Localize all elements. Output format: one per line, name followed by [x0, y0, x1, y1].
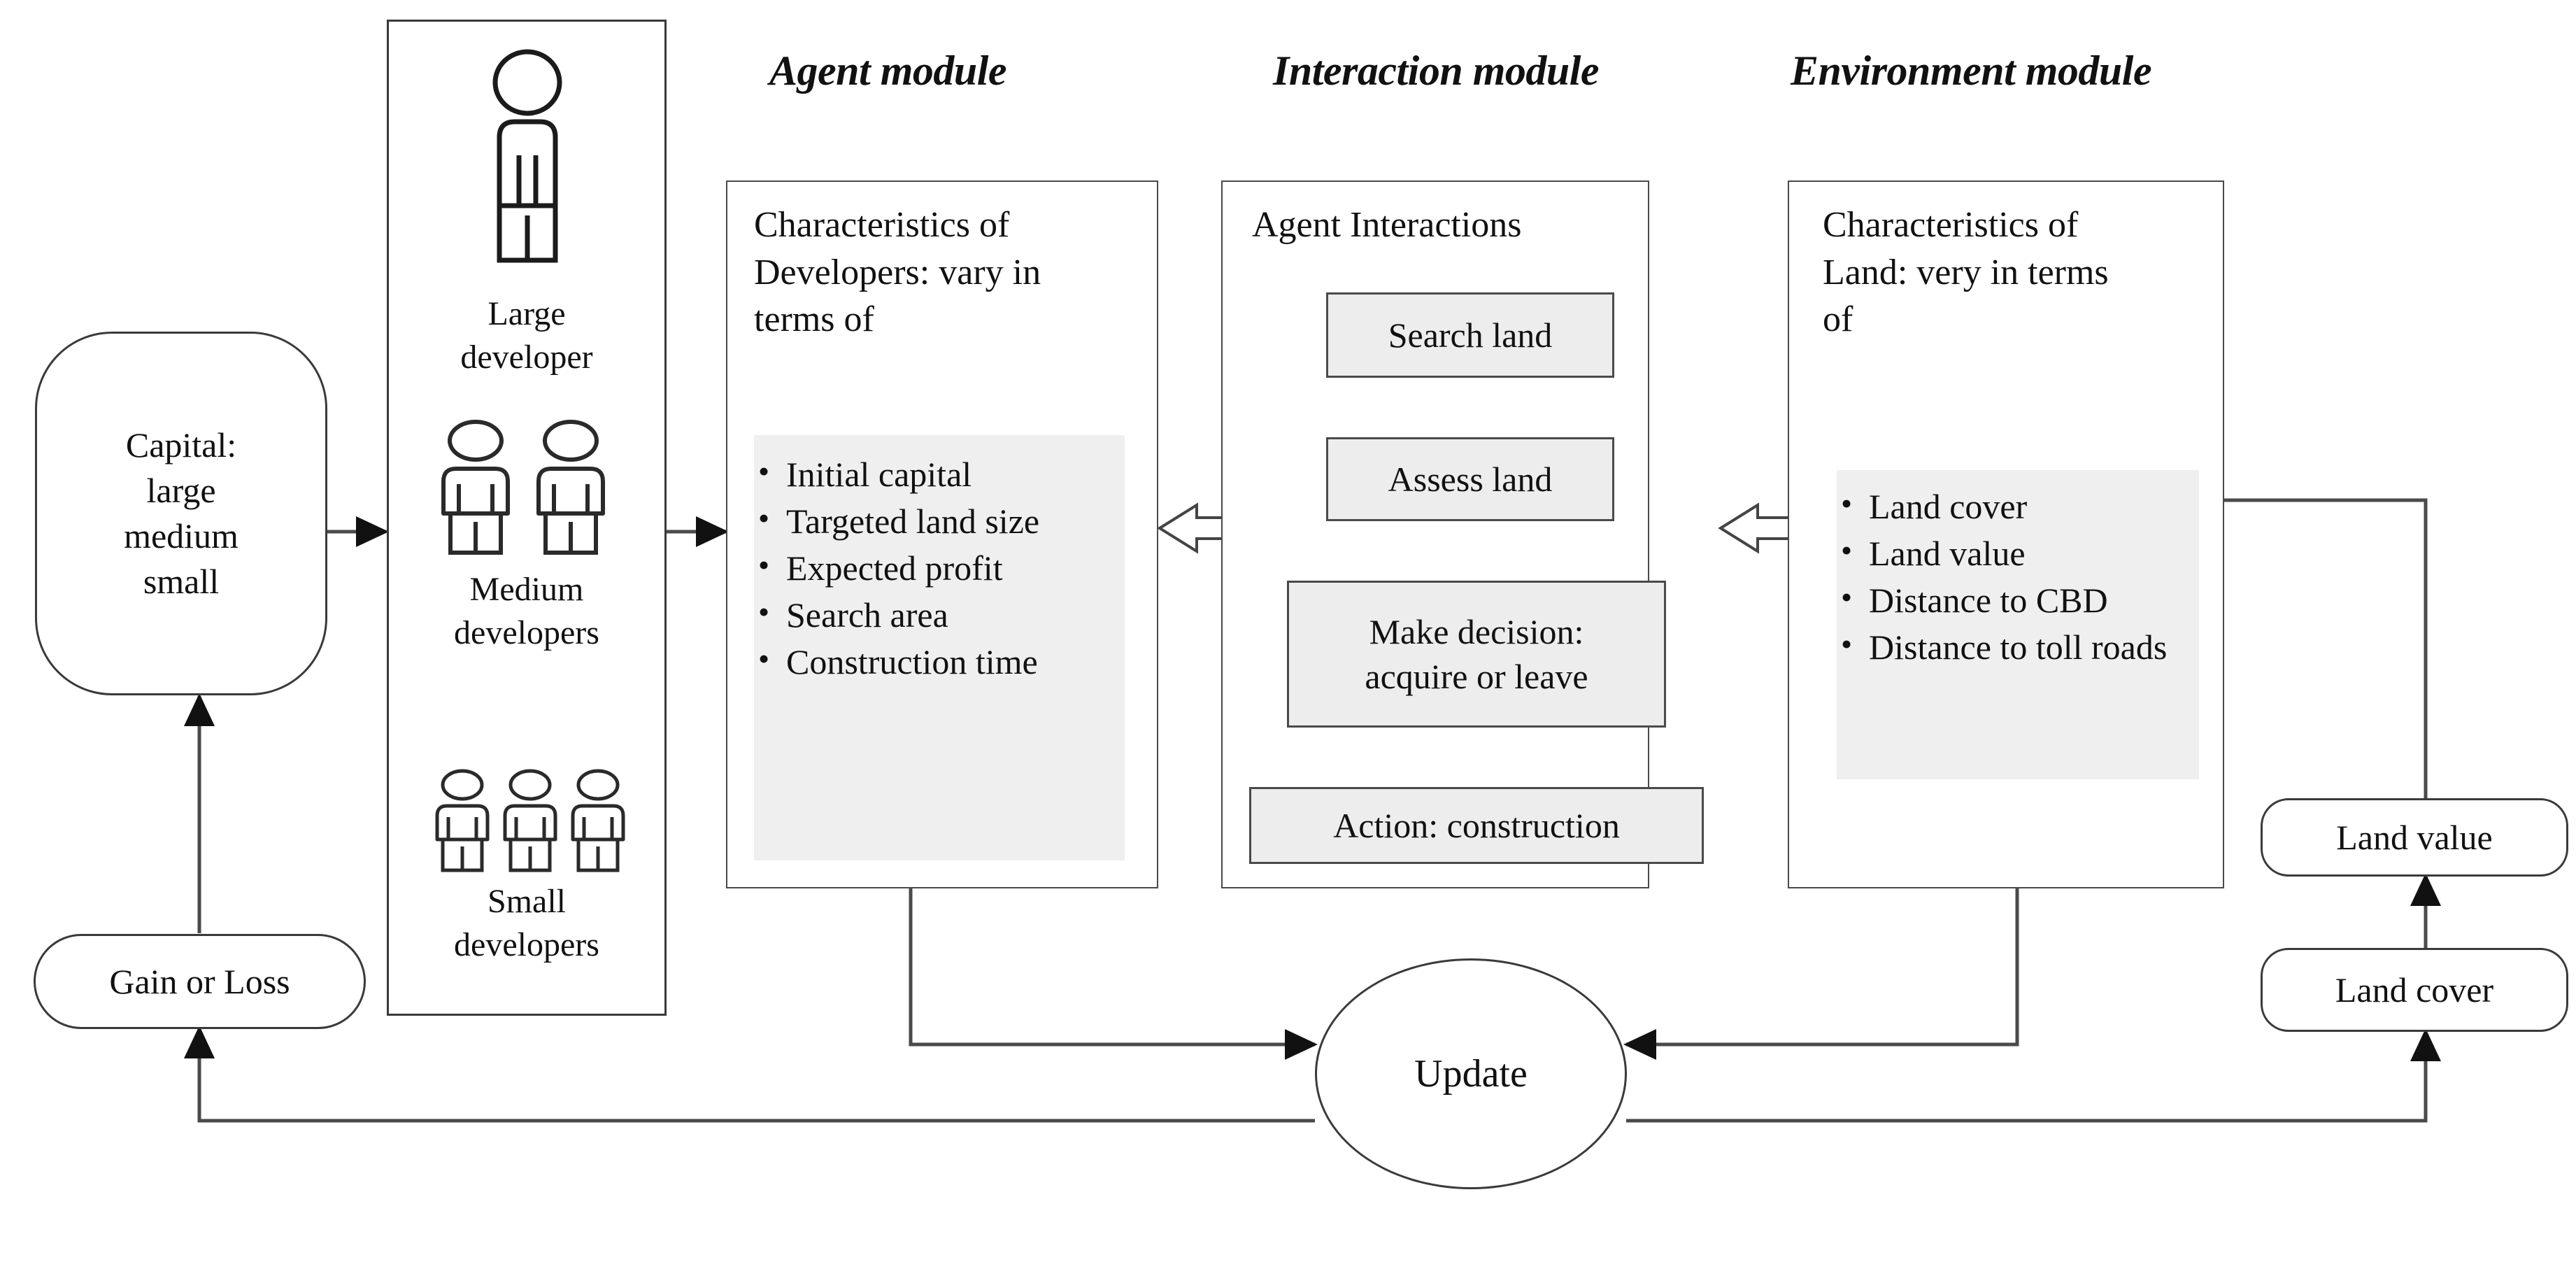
step-search-land[interactable]: Search land: [1326, 292, 1614, 378]
small-developers-label: Small developers: [404, 880, 649, 967]
arrow-update-to-land-cover: [1626, 1028, 2441, 1123]
list-item: Expected profit: [754, 544, 1118, 591]
list-item: Construction time: [754, 638, 1118, 685]
step-action-construction-label: Action: construction: [1333, 806, 1620, 845]
agent-module-heading-line3: terms of: [754, 299, 874, 340]
medium-developers-label-line2: developers: [454, 614, 599, 652]
agent-module-title: Agent module: [769, 48, 1007, 94]
agent-module-heading-line1: Characteristics of: [754, 205, 1010, 245]
small-developers-icon: [429, 768, 632, 874]
agent-module-heading-line2: Developers: vary in: [754, 252, 1041, 292]
large-developer-label-line2: developer: [460, 339, 593, 376]
arrow-environment-module-to-update: [1623, 888, 2019, 1060]
list-item: Initial capital: [754, 451, 1118, 497]
step-action-construction[interactable]: Action: construction: [1249, 787, 1704, 864]
step-assess-land-label: Assess land: [1388, 460, 1553, 499]
gain-or-loss-node[interactable]: Gain or Loss: [34, 934, 366, 1029]
environment-module-bullets-panel: Land cover Land value Distance to CBD Di…: [1837, 470, 2199, 779]
arrow-update-to-gainloss: [184, 1026, 1315, 1123]
step-search-land-label: Search land: [1388, 316, 1553, 355]
arrow-agent-module-to-update: [909, 888, 1318, 1060]
step-make-decision-line2: acquire or leave: [1365, 657, 1588, 696]
environment-module-heading: Characteristics of Land: very in terms o…: [1823, 201, 2214, 343]
interaction-module-heading: Agent Interactions: [1252, 205, 1522, 245]
capital-node[interactable]: Capital: large medium small: [35, 332, 327, 695]
land-cover-label: Land cover: [2335, 970, 2494, 1009]
large-developer-label: Large developer: [404, 292, 649, 380]
capital-line-2: large: [146, 471, 216, 510]
medium-developers-icon: [432, 420, 622, 560]
step-make-decision[interactable]: Make decision: acquire or leave: [1287, 581, 1666, 728]
medium-developers-label: Medium developers: [404, 568, 649, 655]
large-developer-label-line1: Large: [488, 295, 566, 332]
environment-module-heading-line2: Land: very in terms: [1823, 252, 2109, 292]
update-label: Update: [1414, 1052, 1528, 1096]
list-item: Distance to CBD: [1837, 576, 2192, 623]
environment-module-heading-line3: of: [1823, 299, 1853, 340]
environment-module-heading-line1: Characteristics of: [1823, 205, 2079, 245]
interaction-module-box: [1221, 180, 1649, 888]
small-developers-label-line1: Small: [487, 883, 566, 920]
capital-line-1: Capital:: [125, 425, 237, 465]
gain-or-loss-label: Gain or Loss: [109, 961, 290, 1001]
land-value-node[interactable]: Land value: [2261, 798, 2568, 877]
list-item: Targeted land size: [754, 497, 1118, 544]
environment-module-bullet-list: Land cover Land value Distance to CBD Di…: [1837, 470, 2199, 670]
large-developer-icon: [474, 48, 581, 264]
agent-module-heading: Characteristics of Developers: vary in t…: [754, 201, 1146, 343]
step-assess-land[interactable]: Assess land: [1326, 437, 1614, 521]
agent-module-bullet-list: Initial capital Targeted land size Expec…: [754, 435, 1125, 685]
list-item: Distance to toll roads: [1837, 623, 2192, 670]
capital-line-3: medium: [124, 516, 239, 555]
interaction-module-title: Interaction module: [1273, 48, 1600, 94]
land-value-label: Land value: [2336, 817, 2493, 857]
list-item: Land cover: [1837, 483, 2192, 530]
medium-developers-label-line1: Medium: [469, 571, 584, 608]
capital-line-4: small: [143, 562, 220, 601]
environment-module-title: Environment module: [1791, 48, 2152, 94]
step-make-decision-line1: Make decision:: [1369, 612, 1584, 651]
small-developers-label-line2: developers: [454, 926, 599, 964]
list-item: Land value: [1837, 530, 2192, 576]
update-node[interactable]: Update: [1315, 958, 1627, 1189]
land-cover-node[interactable]: Land cover: [2261, 948, 2568, 1032]
list-item: Search area: [754, 591, 1118, 638]
agent-module-bullets-panel: Initial capital Targeted land size Expec…: [754, 435, 1125, 860]
